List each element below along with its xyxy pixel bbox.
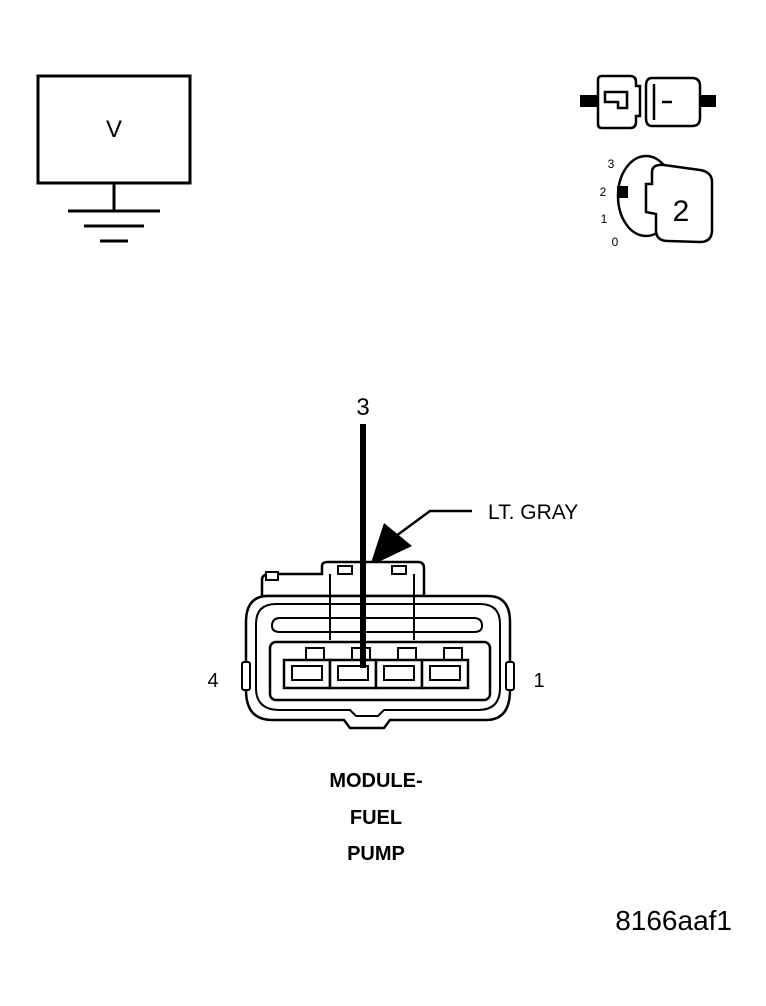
figure-id: 8166aaf1 <box>615 905 732 936</box>
ignition-position-1: 1 <box>601 212 608 226</box>
fuel-pump-connector <box>241 560 515 730</box>
terminal-pin-1 <box>420 658 470 690</box>
terminal-pin-3 <box>328 658 378 690</box>
connector-name-line-1: MODULE- <box>329 770 422 792</box>
ignition-position-3: 3 <box>608 157 615 171</box>
connector-latch <box>260 560 426 598</box>
voltmeter-box <box>36 74 192 185</box>
ignition-key <box>644 163 714 244</box>
ignition-indicator <box>617 186 628 198</box>
connector-name-line-3: PUMP <box>347 843 405 865</box>
callout-arrowhead <box>370 523 412 566</box>
terminal-pin-2 <box>374 658 424 690</box>
ground-icon <box>68 183 160 243</box>
voltmeter-symbol: V <box>36 74 192 243</box>
ignition-switch-icon: 3 2 1 0 2 <box>600 154 714 249</box>
connector-name: MODULE- FUEL PUMP <box>329 770 422 865</box>
ignition-key-position: 2 <box>673 195 690 228</box>
pin-label-right: 1 <box>533 670 544 692</box>
wire-color-callout: LT. GRAY <box>370 501 578 566</box>
connector-name-line-2: FUEL <box>350 807 402 829</box>
wire-color-label: LT. GRAY <box>488 501 578 524</box>
probe-pin-number: 3 <box>356 394 369 421</box>
test-probe: 3 <box>356 394 370 668</box>
ignition-position-2: 2 <box>600 185 607 199</box>
pin-label-left: 4 <box>207 670 218 692</box>
voltmeter-label: V <box>106 116 122 143</box>
ignition-position-0: 0 <box>612 235 619 249</box>
callout-leader <box>395 509 472 538</box>
terminal-pin-4 <box>282 658 332 690</box>
connector-disconnect-icon <box>580 74 716 130</box>
